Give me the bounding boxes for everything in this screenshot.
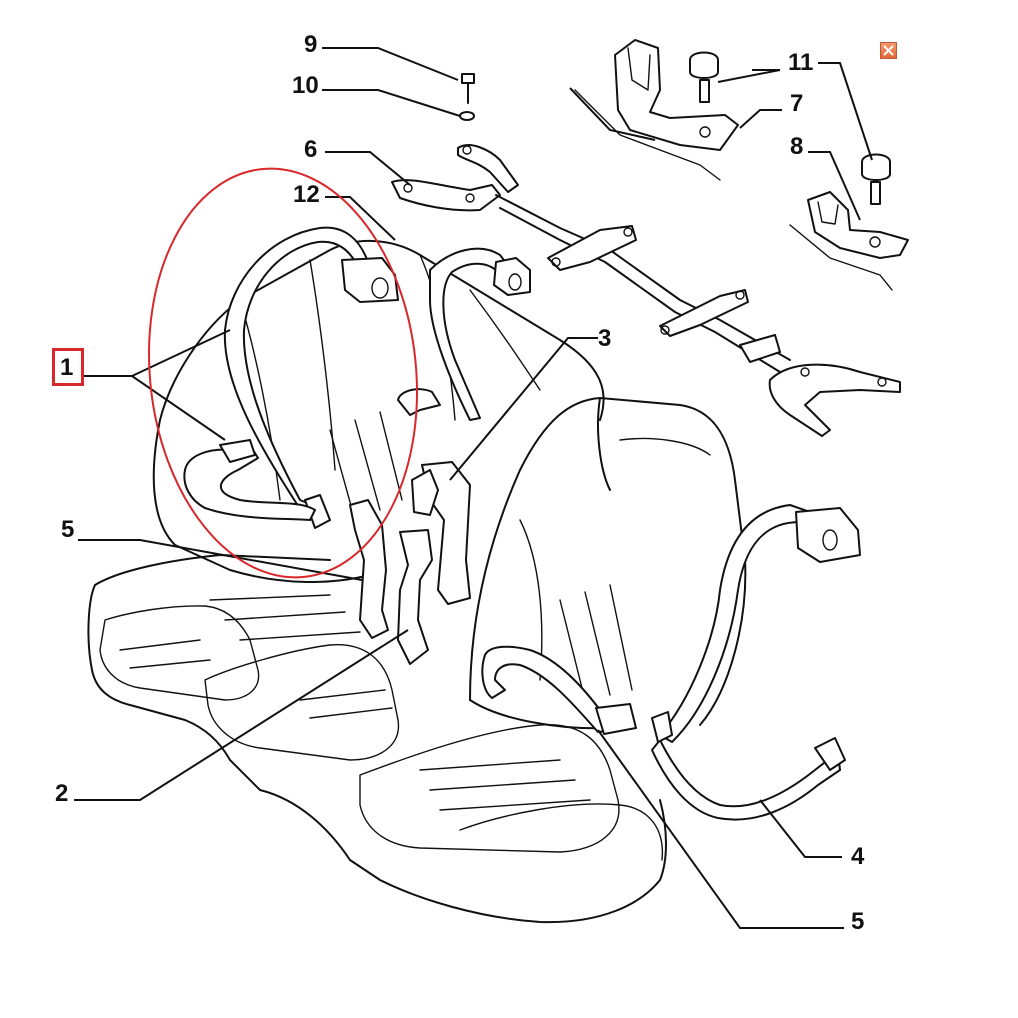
close-icon	[883, 45, 894, 56]
callout-selection-box	[52, 348, 84, 386]
anchor-bracket-8	[789, 191, 909, 291]
center-buckle-3	[411, 461, 471, 605]
anchor-bracket-7	[574, 39, 739, 181]
center-upper-belt	[397, 247, 531, 421]
bolt-11-upper	[689, 51, 719, 103]
bolt-9	[461, 73, 475, 104]
callout-10[interactable]: 10	[292, 72, 319, 99]
left-outer-seat-belt	[183, 226, 399, 529]
right-outer-seat-belt	[481, 504, 861, 821]
washer-10	[459, 111, 475, 121]
callout-5-right[interactable]: 5	[851, 908, 865, 935]
anchor-crossbar	[391, 144, 901, 437]
callout-7[interactable]: 7	[790, 90, 804, 117]
callout-11[interactable]: 11	[788, 49, 814, 76]
highlight-ellipse	[148, 167, 418, 579]
callout-3[interactable]: 3	[598, 325, 612, 352]
right-seat-backrest	[469, 397, 747, 730]
callout-2[interactable]: 2	[55, 780, 69, 807]
callout-4[interactable]: 4	[851, 843, 865, 870]
callout-1[interactable]: 1	[60, 354, 74, 381]
callout-9[interactable]: 9	[304, 31, 318, 58]
center-buckle-2	[349, 499, 433, 665]
leader-lines	[74, 47, 873, 929]
callout-12[interactable]: 12	[293, 181, 320, 208]
seat-cushion	[87, 554, 667, 924]
bolt-11-lower	[861, 153, 891, 205]
callout-5-left[interactable]: 5	[61, 516, 75, 543]
callout-6[interactable]: 6	[304, 136, 318, 163]
callout-8[interactable]: 8	[790, 133, 804, 160]
close-button[interactable]	[880, 42, 897, 59]
